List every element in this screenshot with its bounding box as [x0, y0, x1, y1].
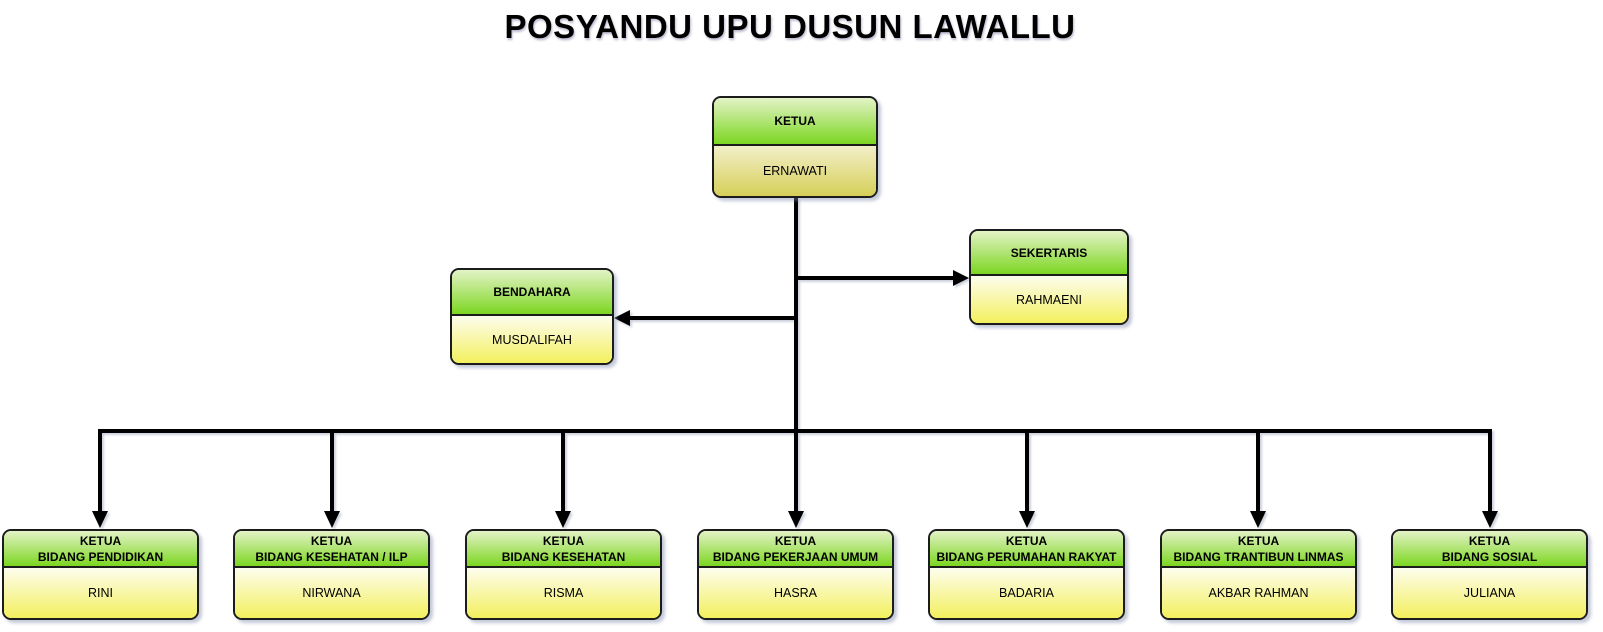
node-role-header: KETUA BIDANG SOSIAL — [1393, 531, 1586, 568]
node-person: AKBAR RAHMAN — [1162, 568, 1355, 618]
node-bidang-pendidikan: KETUA BIDANG PENDIDIKAN RINI — [2, 529, 199, 620]
division-label: BIDANG SOSIAL — [1441, 549, 1538, 564]
node-person: RINI — [4, 568, 197, 618]
node-ketua: KETUA ERNAWATI — [712, 96, 878, 198]
role-label: KETUA — [1005, 533, 1048, 548]
person-name: AKBAR RAHMAN — [1208, 586, 1309, 600]
person-name: RAHMAENI — [1016, 292, 1082, 307]
arrow-to-bidang-4 — [788, 511, 804, 528]
node-bidang-kesehatan: KETUA BIDANG KESEHATAN RISMA — [465, 529, 662, 620]
node-person: NIRWANA — [235, 568, 428, 618]
node-person: BADARIA — [930, 568, 1123, 618]
node-person: RISMA — [467, 568, 660, 618]
arrow-to-bidang-2 — [324, 511, 340, 528]
arrow-to-bidang-3 — [555, 511, 571, 528]
node-bidang-kesehatan-ilp: KETUA BIDANG KESEHATAN / ILP NIRWANA — [233, 529, 430, 620]
node-bendahara-person: MUSDALIFAH — [452, 316, 612, 363]
division-label: BIDANG KESEHATAN — [501, 549, 626, 564]
person-name: RISMA — [543, 586, 584, 600]
division-label: BIDANG PEKERJAAN UMUM — [712, 549, 879, 564]
role-label: KETUA — [79, 533, 122, 548]
person-name: BADARIA — [999, 586, 1054, 600]
role-label: BENDAHARA — [493, 285, 571, 299]
arrow-to-bidang-7 — [1482, 511, 1498, 528]
person-name: HASRA — [773, 586, 818, 600]
node-bidang-trantibun-linmas: KETUA BIDANG TRANTIBUN LINMAS AKBAR RAHM… — [1160, 529, 1357, 620]
division-label: BIDANG KESEHATAN / ILP — [255, 549, 408, 564]
node-person: HASRA — [699, 568, 892, 618]
person-name: ERNAWATI — [762, 164, 828, 178]
role-label: KETUA — [774, 533, 817, 548]
role-label: KETUA — [1237, 533, 1280, 548]
node-sekertaris: SEKERTARIS RAHMAENI — [969, 229, 1129, 325]
arrow-to-bidang-1 — [92, 511, 108, 528]
division-label: BIDANG PENDIDIKAN — [37, 549, 164, 564]
role-label: KETUA — [310, 533, 353, 548]
page-title: POSYANDU UPU DUSUN LAWALLU — [504, 8, 1076, 45]
node-role-header: KETUA BIDANG PERUMAHAN RAKYAT — [930, 531, 1123, 568]
node-bendahara: BENDAHARA MUSDALIFAH — [450, 268, 614, 365]
node-ketua-role: KETUA — [714, 98, 876, 146]
division-label: BIDANG PERUMAHAN RAKYAT — [936, 549, 1117, 564]
role-label: KETUA — [774, 114, 816, 128]
arrow-to-bendahara — [614, 310, 630, 326]
role-label: KETUA — [1468, 533, 1511, 548]
node-bendahara-role: BENDAHARA — [452, 270, 612, 316]
node-bidang-sosial: KETUA BIDANG SOSIAL JULIANA — [1391, 529, 1588, 620]
role-label: SEKERTARIS — [1010, 245, 1088, 260]
person-name: NIRWANA — [302, 586, 361, 600]
role-label: KETUA — [542, 533, 585, 548]
arrow-to-bidang-5 — [1019, 511, 1035, 528]
node-role-header: KETUA BIDANG TRANTIBUN LINMAS — [1162, 531, 1355, 568]
node-role-header: KETUA BIDANG KESEHATAN — [467, 531, 660, 568]
node-person: JULIANA — [1393, 568, 1586, 618]
arrow-to-sekertaris — [953, 270, 969, 286]
node-role-header: KETUA BIDANG KESEHATAN / ILP — [235, 531, 428, 568]
person-name: RINI — [88, 586, 113, 600]
arrow-to-bidang-6 — [1250, 511, 1266, 528]
node-role-header: KETUA BIDANG PEKERJAAN UMUM — [699, 531, 892, 568]
node-bidang-pekerjaan-umum: KETUA BIDANG PEKERJAAN UMUM HASRA — [697, 529, 894, 620]
node-ketua-person: ERNAWATI — [714, 146, 876, 196]
node-sekertaris-role: SEKERTARIS — [971, 231, 1127, 276]
person-name: JULIANA — [1463, 586, 1516, 600]
node-bidang-perumahan-rakyat: KETUA BIDANG PERUMAHAN RAKYAT BADARIA — [928, 529, 1125, 620]
node-role-header: KETUA BIDANG PENDIDIKAN — [4, 531, 197, 568]
person-name: MUSDALIFAH — [492, 332, 572, 347]
node-sekertaris-person: RAHMAENI — [971, 276, 1127, 323]
division-label: BIDANG TRANTIBUN LINMAS — [1173, 549, 1344, 564]
